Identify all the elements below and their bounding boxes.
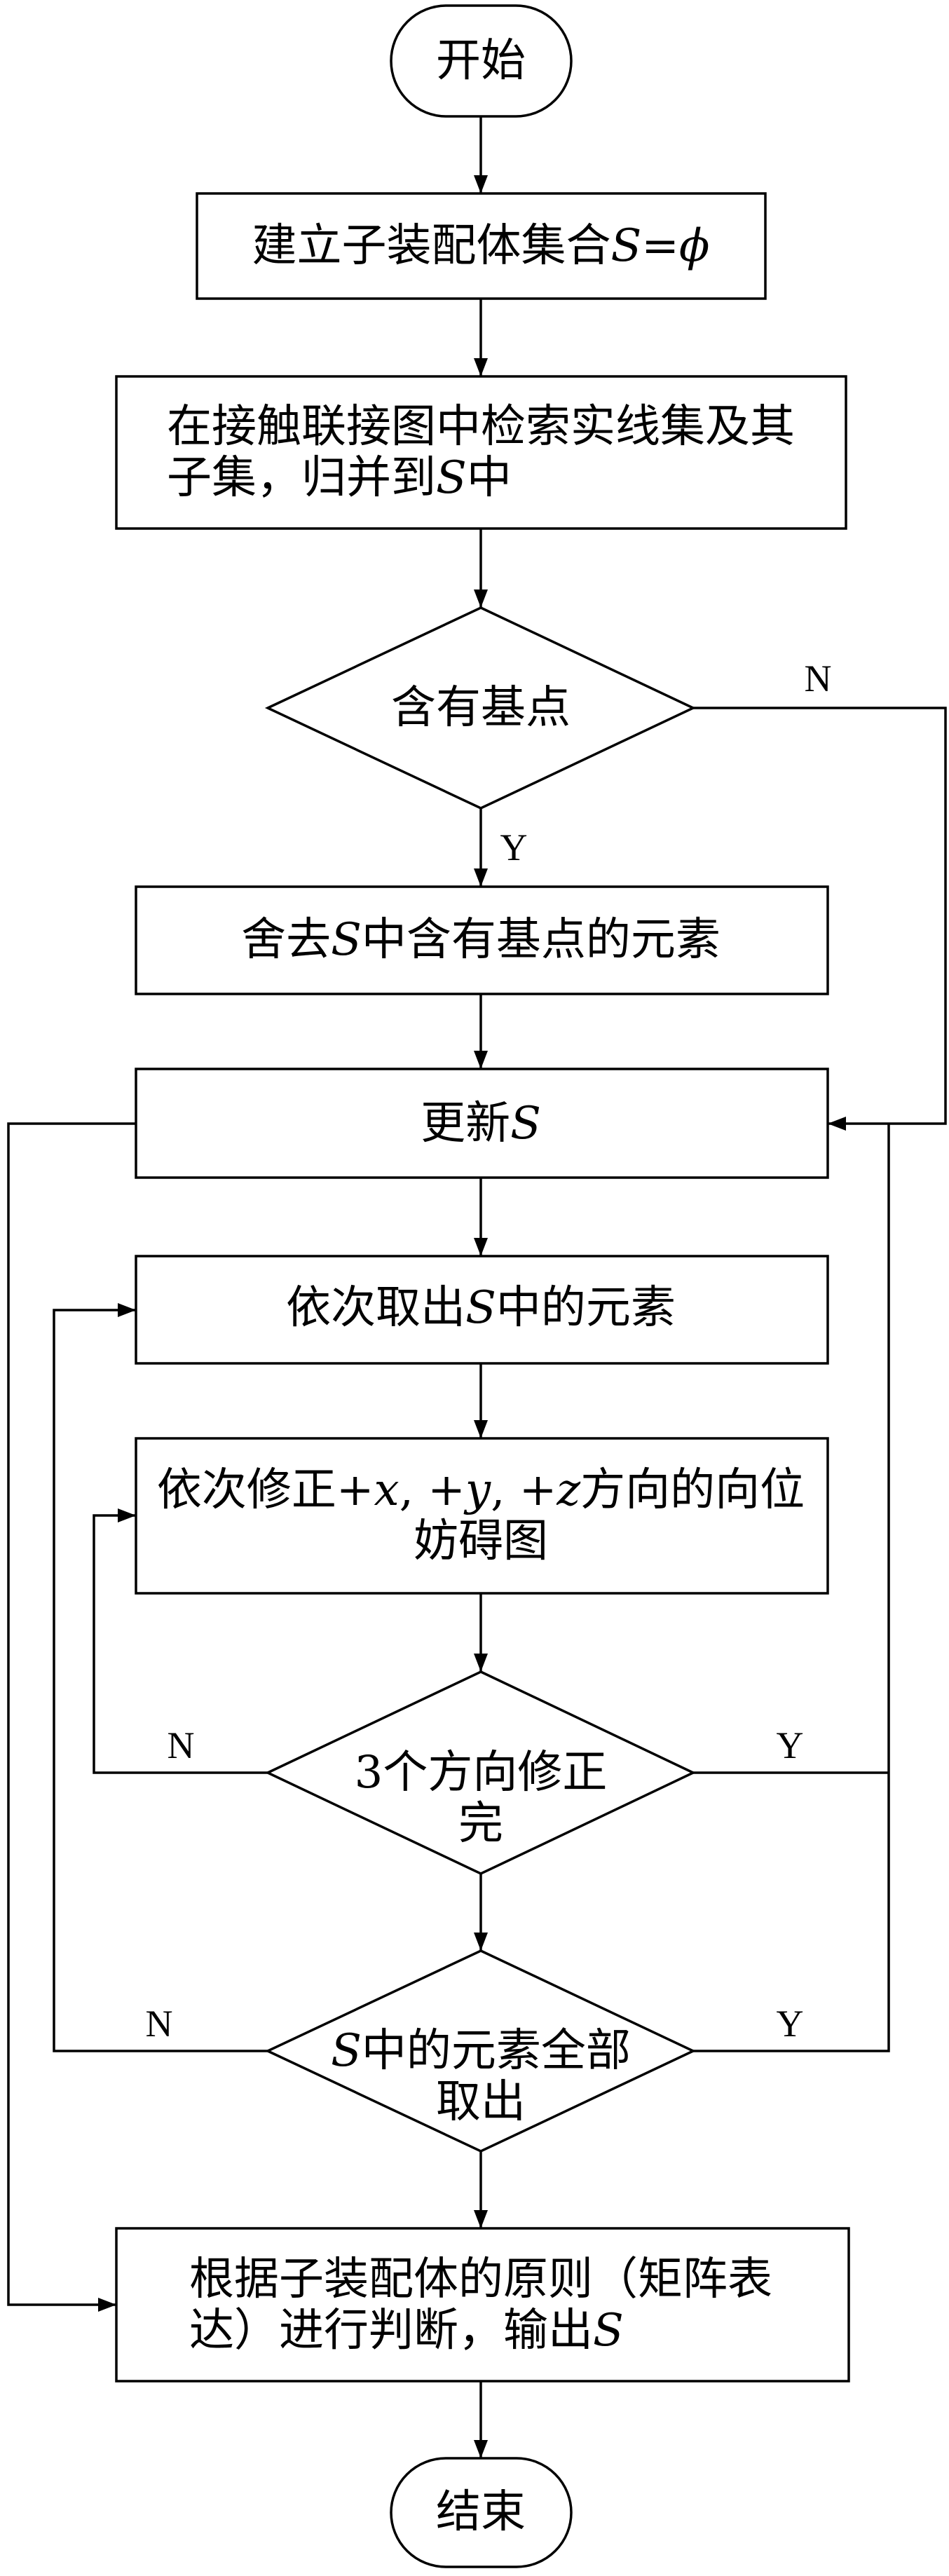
- three-done-no-label: N: [168, 1724, 195, 1766]
- judge-box: [115, 2227, 850, 2383]
- end-label: 结束: [436, 2486, 526, 2538]
- node-all-taken: S中的元素全部 取出: [264, 1949, 697, 2153]
- has-base-point-diamond: [264, 606, 697, 810]
- node-end: 结束: [390, 2457, 573, 2568]
- arrow-decision3-no-to-take: [53, 1303, 268, 2052]
- text-run: 中的元素: [496, 1282, 676, 1334]
- node-has-base-point: 含有基点: [264, 606, 697, 810]
- branch-labels: N Y N Y N Y: [146, 657, 832, 2045]
- has-base-point-no-label: N: [805, 657, 832, 700]
- discard-label: 舍去S中含有基点的元素: [241, 914, 721, 966]
- connectors: [7, 116, 947, 2458]
- modify-label-line2: 妨碍图: [414, 1515, 548, 1567]
- text-run: 中含有基点的元素: [362, 914, 721, 966]
- text-run: 舍去: [241, 914, 331, 966]
- text-run: 依次修正+: [157, 1464, 374, 1516]
- search-label-line2: 子集，归并到S中: [167, 452, 512, 504]
- has-base-point-label: 含有基点: [391, 682, 571, 734]
- all-taken-label-line2: 取出: [436, 2076, 526, 2128]
- text-run: 依次取出: [286, 1282, 465, 1334]
- text-run: 中的元素全部: [362, 2025, 631, 2077]
- line-decision3-yes-to-update: [693, 1124, 890, 2052]
- text-run: 中: [467, 452, 512, 504]
- three-done-diamond: [264, 1670, 697, 1875]
- node-modify: 依次修正+x, +y, +z方向的向位 妨碍图: [135, 1437, 829, 1595]
- node-three-done: 3个方向修正 完: [264, 1670, 697, 1875]
- text-run: , +: [400, 1464, 465, 1516]
- text-run: , +: [491, 1464, 557, 1516]
- search-label-line1: 在接触联接图中检索实线集及其: [167, 401, 795, 453]
- three-done-label-line1: 3个方向修正: [355, 1747, 608, 1799]
- all-taken-diamond: [264, 1949, 697, 2153]
- text-run: 更新: [421, 1098, 510, 1150]
- math-symbol: S: [465, 1282, 496, 1334]
- judge-label-line2: 达）进行判断，输出S: [189, 2305, 624, 2357]
- node-discard: 舍去S中含有基点的元素: [135, 885, 829, 995]
- math-symbol: x: [374, 1464, 400, 1516]
- math-symbol: ϕ: [679, 220, 710, 272]
- node-update: 更新S: [135, 1068, 829, 1179]
- node-search: 在接触联接图中检索实线集及其 子集，归并到S中: [115, 375, 847, 530]
- start-label: 开始: [436, 35, 526, 87]
- start-terminal: [390, 4, 573, 118]
- math-symbol: z: [556, 1464, 581, 1516]
- math-symbol: S: [436, 452, 467, 504]
- init-set-box: [196, 192, 767, 300]
- all-taken-label-line1: S中的元素全部: [331, 2025, 631, 2077]
- all-taken-no-label: N: [146, 2003, 173, 2045]
- judge-label-line1: 根据子装配体的原则（矩阵表: [189, 2254, 772, 2305]
- arrow-update-bypass-to-judge: [7, 1122, 136, 2312]
- search-box: [115, 375, 847, 530]
- math-symbol: S: [593, 2305, 624, 2357]
- modify-label-line1: 依次修正+x, +y, +z方向的向位: [157, 1464, 805, 1516]
- all-taken-yes-label: Y: [777, 2003, 804, 2045]
- take-elements-box: [135, 1255, 829, 1365]
- init-set-label: 建立子装配体集合S=ϕ: [252, 220, 709, 272]
- math-symbol: S: [510, 1098, 541, 1150]
- text-run: 达）进行判断，输出: [189, 2305, 593, 2357]
- node-start: 开始: [390, 4, 573, 118]
- math-symbol: S: [610, 220, 641, 272]
- update-box: [135, 1068, 829, 1179]
- node-judge: 根据子装配体的原则（矩阵表 达）进行判断，输出S: [115, 2227, 850, 2383]
- three-done-yes-label: Y: [777, 1724, 804, 1766]
- text-run: =: [641, 220, 679, 272]
- node-init-set: 建立子装配体集合S=ϕ: [196, 192, 767, 300]
- modify-box: [135, 1437, 829, 1595]
- text-run: 建立子装配体集合: [252, 220, 610, 272]
- text-run: 子集，归并到: [167, 452, 436, 504]
- three-done-label-line2: 完: [458, 1798, 503, 1850]
- arrow-decision2-no-to-modify: [93, 1508, 268, 1774]
- take-elements-label: 依次取出S中的元素: [286, 1282, 676, 1334]
- text-run: 方向的向位: [580, 1464, 805, 1516]
- discard-box: [135, 885, 829, 995]
- update-label: 更新S: [421, 1098, 541, 1150]
- math-symbol: S: [331, 914, 362, 966]
- math-symbol: y: [463, 1464, 491, 1516]
- math-symbol: S: [331, 2025, 362, 2077]
- node-take-elements: 依次取出S中的元素: [135, 1255, 829, 1365]
- arrow-decision1-no-to-update: [693, 707, 947, 1131]
- has-base-point-yes-label: Y: [500, 826, 528, 868]
- end-terminal: [390, 2457, 573, 2568]
